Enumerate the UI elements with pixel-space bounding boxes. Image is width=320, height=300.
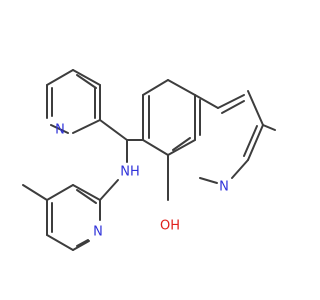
- atom-n-quinoline: N: [219, 180, 229, 195]
- bond-py-c2: [72, 119, 101, 134]
- atom-nh: NH: [120, 165, 140, 180]
- bond-n1-c8a: [199, 177, 218, 184]
- bond-py-c5: [46, 69, 74, 86]
- bond-c7-c8: [142, 139, 169, 156]
- bond-c8-c8a: [167, 139, 196, 156]
- bond-c2-c2sub: [247, 124, 264, 161]
- double-py-c4: [76, 74, 97, 89]
- bond-nh-c2: [99, 179, 119, 201]
- double-c4-c3: [221, 100, 245, 114]
- bond-mpy-c3: [72, 184, 101, 201]
- bond-ch-pyridyl: [99, 119, 128, 141]
- double-c2-n1: [243, 125, 258, 157]
- atom-oh: OH: [160, 219, 180, 234]
- bond-c3-c2: [247, 90, 264, 126]
- bond-c4-c4a: [194, 94, 219, 109]
- bond-c2-n1: [231, 159, 249, 179]
- double-c8-c8a: [172, 137, 191, 151]
- bond-c4a-c5: [167, 79, 196, 96]
- bond-mpy-c4: [46, 184, 74, 201]
- bond-mpy-n: [72, 240, 90, 251]
- bond-py-c4: [72, 69, 101, 86]
- bond-c4-c3: [217, 94, 245, 109]
- atom-n-methylpyridine: N: [93, 225, 103, 240]
- bond-mpy-methyl: [22, 184, 48, 201]
- bonds: [22, 69, 276, 251]
- double-mpy-c3: [76, 189, 97, 204]
- bond-c5-c6: [142, 79, 169, 96]
- molecule-structure: N N NH N OH: [22, 69, 276, 251]
- bond-mpy-c6: [46, 234, 74, 251]
- bond-c2-methyl: [262, 124, 276, 131]
- double-mpy-n: [76, 239, 89, 247]
- bond-py-n: [50, 124, 69, 134]
- atom-n-pyridine: N: [55, 123, 65, 138]
- atom-labels: N N NH N OH: [55, 123, 229, 240]
